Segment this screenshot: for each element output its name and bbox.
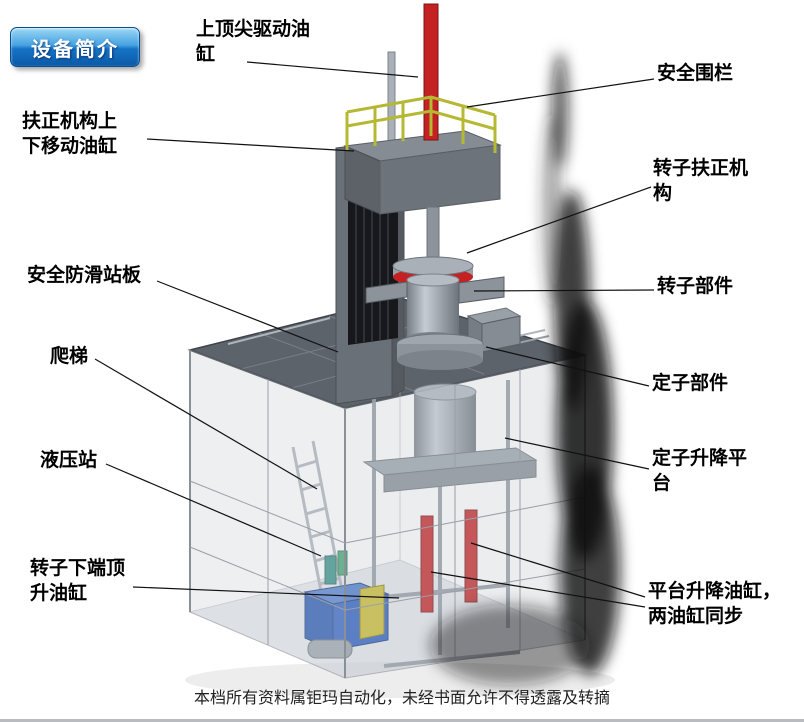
platform-lift-cylinder-left <box>420 515 434 613</box>
label-stator-part: 定子部件 <box>652 373 729 394</box>
enclosure-walls <box>189 349 586 679</box>
footer-note: 本档所有资料属钜玛自动化，未经书面允许不得透露及转摘 <box>193 690 610 707</box>
lift-platform-side <box>383 459 537 493</box>
leader-hydraulic-station <box>105 463 322 557</box>
leader-lines <box>94 61 655 608</box>
leader-top-spindle-cylinder <box>246 61 419 78</box>
leader-platform-cyl-b <box>430 571 646 608</box>
crosshead <box>343 130 502 215</box>
shadow-smudge <box>430 52 620 685</box>
leader-rotor-part <box>473 289 655 292</box>
title-badge: 设备简介 <box>10 27 140 67</box>
guide-rod <box>387 51 396 149</box>
label-stator-lift-platform: 定子升降平 台 <box>652 448 748 494</box>
rotor-assembly <box>365 206 522 370</box>
label-top-spindle-cylinder: 上顶尖驱动油 缸 <box>196 19 311 65</box>
leader-stator-part <box>485 346 650 387</box>
label-platform-lift-cylinders: 平台升降油缸， 两油缸同步 <box>648 581 782 627</box>
label-centering-move-cylinder: 扶正机构上 下移动油缸 <box>22 111 118 157</box>
label-rotor-bottom-jack-cylinder: 转子下端顶 升油缸 <box>30 558 126 604</box>
leader-rotor-jack-cylinder <box>132 586 400 599</box>
top-drive-cylinder-rod <box>423 3 439 141</box>
leader-centering-cylinder <box>146 138 355 152</box>
leader-safety-fence <box>466 78 655 108</box>
leader-platform-cyl-a <box>470 542 646 598</box>
leader-ladder <box>94 358 318 490</box>
label-hydraulic-station: 液压站 <box>40 450 98 471</box>
leader-anti-slip-platform <box>156 280 339 353</box>
label-ladder: 爬梯 <box>50 346 89 367</box>
label-safety-fence: 安全围栏 <box>657 63 734 84</box>
label-anti-slip-platform: 安全防滑站板 <box>27 265 142 286</box>
leader-stator-lift-platform <box>504 437 650 470</box>
hydraulic-station-graphic <box>303 550 390 659</box>
leader-rotor-centering <box>466 186 652 254</box>
label-rotor-part: 转子部件 <box>657 276 734 297</box>
safety-railing-graphic <box>345 95 497 153</box>
label-rotor-centering-mech: 转子扶正机 构 <box>653 158 749 204</box>
